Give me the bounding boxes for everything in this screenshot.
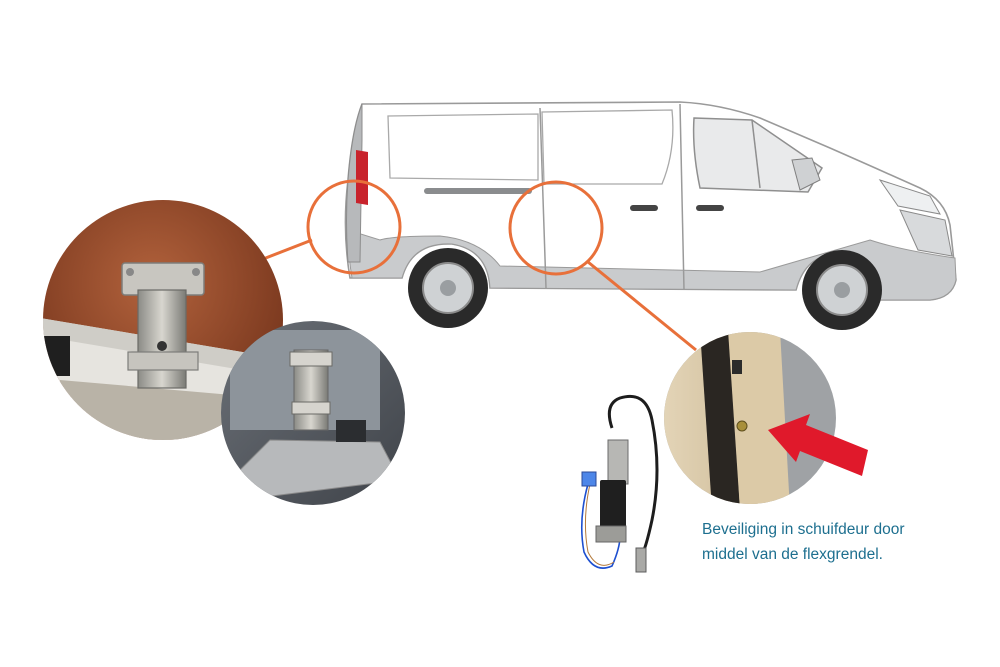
van-front-grille [899,209,953,257]
flexgrendel-bolt [635,547,647,573]
van-rear-panel [346,103,363,263]
van-headlight [878,179,941,215]
van-mirror [791,157,821,191]
flexgrendel-product [580,394,659,573]
van-rub-strip [424,188,532,194]
van-illustration [344,101,957,330]
flexgrendel-bracket [607,439,629,485]
van-sliding-door-outline [541,109,674,185]
flexgrendel-body [600,480,626,530]
van-rear-wheel [408,248,488,328]
photo-sliding-door [664,332,836,504]
door-handle-front [696,205,724,211]
caption: Beveiliging in schuifdeur door middel va… [702,517,942,567]
van-front-wheel [802,250,882,330]
van-rear-panel-window [387,113,539,181]
caption-line-1: Beveiliging in schuifdeur door [702,521,905,538]
callout-circle-icon [508,180,604,276]
flexgrendel-wire-blue [580,483,621,569]
van-tail-light [356,150,368,205]
callout-door [508,180,697,352]
callout-circle-icon [306,179,402,275]
caption-line-2: middel van de flexgrendel. [702,546,883,563]
red-arrow-icon [768,414,868,476]
flexgrendel-connector [581,471,597,487]
door-handle-rear [630,205,658,211]
flexgrendel-cable [607,394,659,561]
photo-floor-lock [221,321,405,505]
